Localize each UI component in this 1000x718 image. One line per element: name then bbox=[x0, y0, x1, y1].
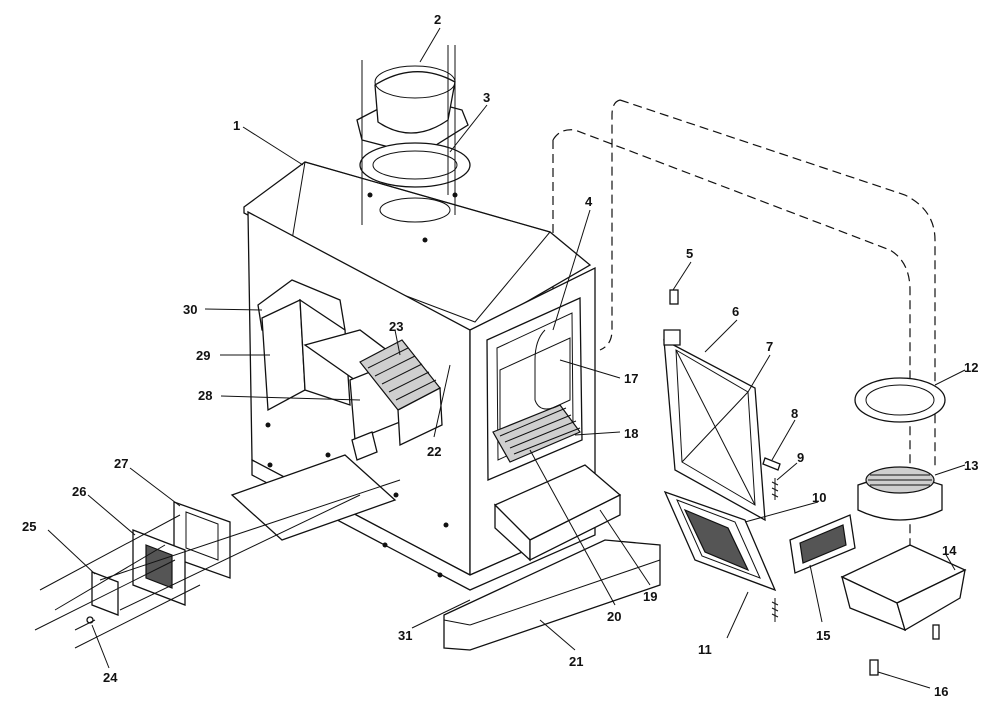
callout-7: 7 bbox=[766, 339, 773, 354]
callout-20: 20 bbox=[607, 609, 621, 624]
lower-grate bbox=[492, 404, 581, 463]
callout-5: 5 bbox=[686, 246, 693, 261]
callout-11: 11 bbox=[698, 642, 712, 657]
callout-14: 14 bbox=[942, 543, 957, 558]
callout-22: 22 bbox=[427, 444, 441, 459]
screen-collar bbox=[857, 466, 943, 521]
callout-18: 18 bbox=[624, 426, 638, 441]
callout-19: 19 bbox=[643, 589, 657, 604]
callout-15: 15 bbox=[816, 628, 830, 643]
callout-27: 27 bbox=[114, 456, 128, 471]
callout-29: 29 bbox=[196, 348, 210, 363]
callout-24: 24 bbox=[103, 670, 118, 685]
callout-9: 9 bbox=[797, 450, 804, 465]
pedestal-base bbox=[443, 539, 661, 651]
door-spring-upper bbox=[771, 478, 779, 500]
ash-door bbox=[663, 490, 777, 592]
callout-26: 26 bbox=[72, 484, 86, 499]
callout-16: 16 bbox=[934, 684, 948, 699]
callout-21: 21 bbox=[569, 654, 583, 669]
flue-collar bbox=[374, 71, 456, 134]
glass-door bbox=[663, 329, 766, 522]
flue-gasket bbox=[359, 142, 471, 188]
leader-lines bbox=[47, 27, 966, 689]
baffle bbox=[534, 329, 561, 410]
callout-3: 3 bbox=[483, 90, 490, 105]
callout-23: 23 bbox=[389, 319, 403, 334]
door-latch bbox=[762, 457, 781, 471]
callout-labels: 1 2 3 4 5 6 7 8 9 10 11 12 13 14 15 16 1… bbox=[22, 12, 978, 699]
callout-1: 1 bbox=[233, 118, 240, 133]
heat-exchanger-assembly bbox=[257, 279, 443, 447]
callout-2: 2 bbox=[434, 12, 441, 27]
door-frame bbox=[663, 338, 766, 522]
ash-tray bbox=[840, 544, 967, 632]
stove-body bbox=[243, 161, 661, 651]
callout-30: 30 bbox=[183, 302, 197, 317]
flue-collar-assembly bbox=[356, 45, 471, 243]
callout-10: 10 bbox=[812, 490, 826, 505]
door-spring-lower bbox=[771, 598, 779, 622]
blower-assembly bbox=[34, 431, 401, 649]
callout-13: 13 bbox=[964, 458, 978, 473]
callout-31: 31 bbox=[398, 628, 412, 643]
callout-17: 17 bbox=[624, 371, 638, 386]
tray-pin bbox=[869, 659, 879, 676]
door-opening bbox=[486, 296, 622, 562]
callout-4: 4 bbox=[585, 194, 593, 209]
door-pin bbox=[669, 289, 679, 305]
callout-25: 25 bbox=[22, 519, 36, 534]
callout-8: 8 bbox=[791, 406, 798, 421]
callout-28: 28 bbox=[198, 388, 212, 403]
callout-12: 12 bbox=[964, 360, 978, 375]
blower-tab bbox=[351, 431, 378, 461]
callout-6: 6 bbox=[732, 304, 739, 319]
blower-bracket bbox=[91, 571, 119, 616]
